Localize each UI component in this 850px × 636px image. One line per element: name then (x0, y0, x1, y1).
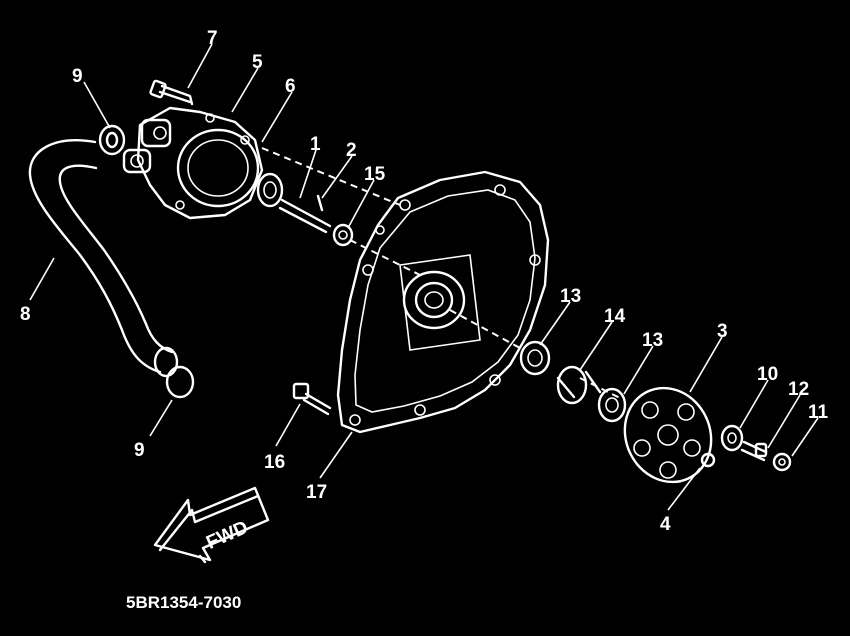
coolant-hose (28, 139, 195, 399)
callout-3: 3 (717, 321, 728, 342)
circlip (700, 452, 716, 468)
bearing-left (519, 340, 551, 376)
dowel-pin (316, 194, 324, 212)
impeller-shaft (278, 198, 332, 234)
callout-5: 5 (252, 52, 263, 73)
cover-bolt (292, 382, 332, 416)
callout-9-top: 9 (72, 66, 83, 87)
callout-13-right: 13 (642, 330, 663, 351)
callout-9-bottom: 9 (134, 440, 145, 461)
alignment-line-shaft (349, 239, 421, 276)
callout-1: 1 (310, 134, 321, 155)
alignment-line-center (449, 309, 621, 399)
crankcase-cover (336, 170, 550, 434)
callout-4: 4 (660, 514, 671, 535)
plate-bolt (740, 440, 768, 462)
callout-6: 6 (285, 76, 296, 97)
callout-2: 2 (346, 140, 357, 161)
callout-13-left: 13 (560, 286, 581, 307)
callout-12: 12 (788, 379, 809, 400)
bearing-right (597, 387, 627, 423)
nut (772, 452, 792, 472)
collar (556, 365, 602, 405)
callout-8: 8 (20, 304, 31, 325)
callout-15: 15 (364, 164, 386, 185)
callout-10: 10 (757, 364, 778, 385)
callout-11: 11 (808, 402, 829, 423)
callout-7: 7 (207, 28, 218, 49)
washer (332, 223, 354, 247)
pump-housing (122, 106, 264, 220)
pressure-plate (623, 386, 713, 484)
leader-lines (29, 43, 819, 511)
callout-17: 17 (306, 482, 327, 503)
o-ring (256, 172, 284, 208)
housing-bolt (149, 79, 194, 106)
callout-16: 16 (264, 452, 285, 473)
alignment-line-upper (261, 147, 401, 206)
hose-clamp-top (98, 124, 126, 156)
drawing-code: 5BR1354-7030 (126, 593, 241, 612)
callout-14: 14 (604, 306, 626, 327)
plate-washer (720, 424, 744, 452)
